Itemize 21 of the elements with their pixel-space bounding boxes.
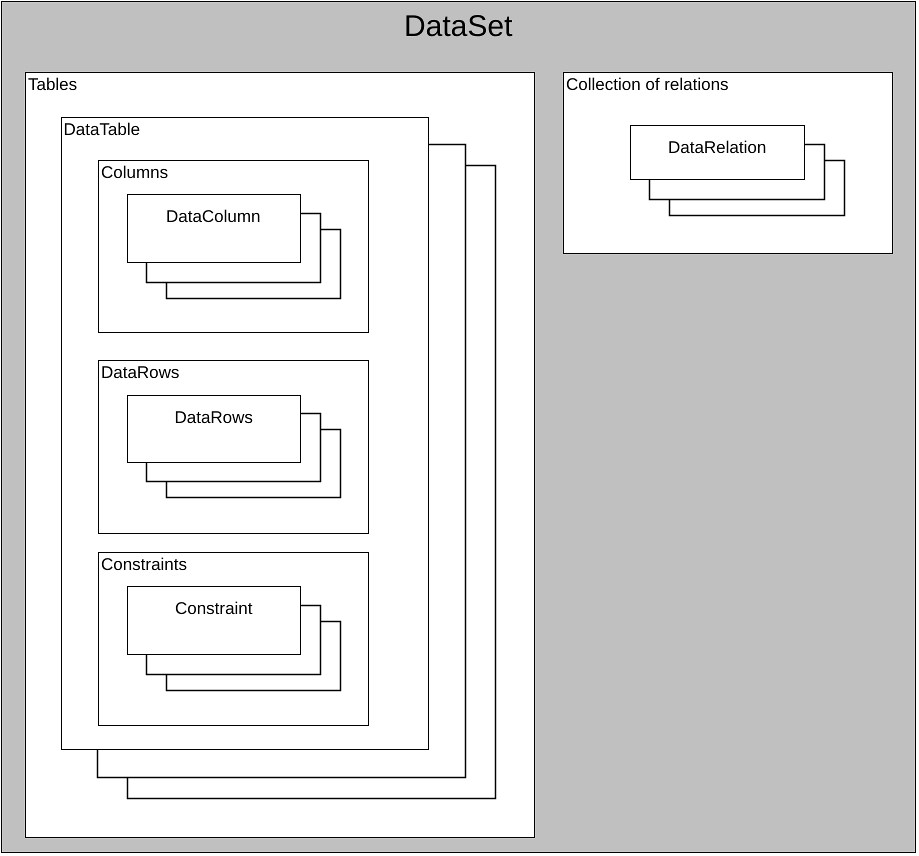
- class-box: [630, 124, 804, 180]
- container-box: [98, 552, 369, 726]
- class-name: Constraint: [175, 598, 252, 618]
- class-name: DataRelation: [668, 138, 766, 158]
- box-heading: Constraints: [101, 555, 187, 575]
- class-box: [126, 586, 300, 654]
- box-heading: Columns: [101, 163, 168, 183]
- class-box: [126, 194, 300, 262]
- container-box: [98, 160, 369, 333]
- panel-title: DataSet: [404, 10, 512, 44]
- box-heading: Collection of relations: [566, 75, 729, 95]
- box-heading: DataTable: [64, 120, 140, 140]
- container-box: [25, 72, 535, 838]
- box-heading: Tables: [28, 75, 78, 95]
- box-heading: DataRows: [101, 363, 180, 383]
- container-box: [60, 116, 428, 750]
- class-name: DataColumn: [166, 206, 260, 226]
- class-name: DataRows: [174, 408, 253, 428]
- container-box: [563, 72, 893, 254]
- container-box: [98, 360, 369, 534]
- class-box: [126, 394, 300, 462]
